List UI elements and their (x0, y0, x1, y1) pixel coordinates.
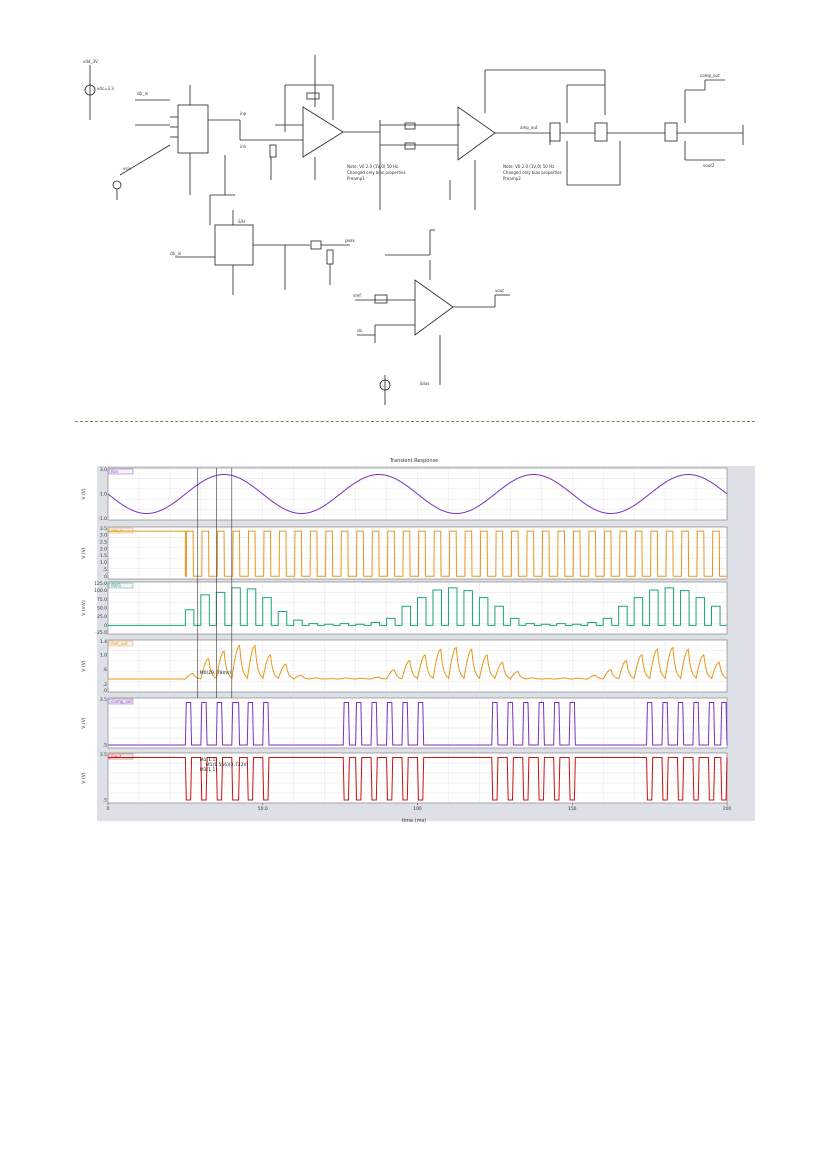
panel-annotation: M3(1.1) (200, 767, 218, 773)
schematic-canvas: vdd_3V vdc=3.3 clk_in vsin inp inn Note:… (83, 55, 744, 405)
x-tick-label: 150 (568, 806, 577, 812)
panel-legend-label: /net_out (111, 641, 128, 646)
panel-ytick-label: 2.0 (100, 546, 107, 552)
circuit-schematic: vdd_3V vdc=3.3 clk_in vsin inp inn Note:… (75, 45, 755, 420)
chart-x-axis: 0 50.0 100 150 200 (107, 803, 732, 812)
series-line-I0I1 (108, 587, 727, 626)
schem-label-vout: vout (495, 288, 504, 293)
schem-label-sh-in: clk_in (170, 251, 182, 256)
panel-ytick-label: 100.0 (94, 588, 107, 594)
schem-label-comp-out: comp_out (700, 73, 720, 78)
chart-xlabel: time (ms) (402, 818, 426, 824)
panel-annotation: M1(1.556)(3.722V) (206, 762, 249, 768)
panel-ytick-label: 1.5 (100, 553, 107, 559)
transient-response-chart: Transient Response time (ms) /sin V (V) 3.… (75, 450, 755, 830)
panel-legend-box (108, 582, 134, 589)
schem-label-peak: peak (345, 238, 355, 243)
schem-label-amp-in-n: inn (240, 144, 247, 149)
panel-legend-label: /sin (111, 469, 119, 474)
schem-label-sin: vsin (123, 166, 132, 171)
schem-label-amp-in-p: inp (240, 111, 247, 116)
panel-ylabel: V (V) (81, 660, 87, 671)
chart-canvas: Transient Response time (ms) /sin V (V) 3.… (81, 458, 755, 824)
schem-label-vdd: vdd_3V (83, 59, 98, 64)
panel-ytick-label: 3.5 (100, 526, 107, 532)
panel-ytick-label: .6 (103, 667, 107, 673)
panel-ytick-label: 1.0 (100, 560, 107, 566)
panel-ylabel: V (V) (81, 772, 87, 783)
panel-ytick-label: 1.0 (100, 492, 107, 498)
schem-label-amp-out: amp_out (520, 125, 538, 130)
panel-annotation: M0(29, 78ms) (200, 670, 232, 676)
panel-legend-label: /comp_out (111, 699, 132, 704)
series-line-clkin (108, 530, 727, 577)
panel-ytick-label: 1.0 (100, 652, 107, 658)
chart-title: Transient Response (389, 458, 438, 464)
x-tick-label: 200 (723, 806, 732, 812)
panel-ytick-label: -25.0 (95, 630, 107, 636)
chart-panel-4: /comp_out V (V) 3.5 .5 (81, 697, 728, 748)
panel-ylabel: V (V) (81, 717, 87, 728)
schem-label-bias: ibias (420, 381, 429, 386)
panel-ytick-label: 25.0 (97, 614, 107, 620)
panel-ytick-label: 75.0 (97, 597, 107, 603)
schem-note2a: Note: V0 2.0 (1V,0) 50 Hz (503, 164, 554, 169)
panel-ytick-label: 3.0 (100, 467, 107, 473)
panel-legend-box (108, 527, 134, 534)
panel-ytick-label: 3.5 (100, 752, 107, 758)
panel-ytick-label: 50.0 (97, 606, 107, 612)
panel-ylabel: V (V) (81, 547, 87, 558)
schem-label-pin-a: vb (357, 328, 362, 333)
schem-note1c: Preamp1 (347, 176, 365, 181)
panel-ytick-label: .2 (103, 682, 107, 688)
x-tick-label: 100 (413, 806, 422, 812)
chart-cursors (197, 468, 233, 698)
series-line-netout (108, 644, 728, 681)
panel-ytick-label: .5 (103, 742, 107, 748)
panel-ytick-label: 0 (104, 623, 107, 629)
panel-ytick-label: 3.5 (100, 697, 107, 703)
panel-ylabel: V (V) (81, 488, 87, 499)
schem-label-clk: clk_in (137, 91, 149, 96)
panel-ytick-label: .5 (103, 567, 107, 573)
panel-legend-box (108, 640, 134, 647)
chart-panel-1: /clk_in V (V) 3.53.02.52.01.51.0.50 (81, 526, 728, 580)
schem-note1a: Note: V0 2.0 (1V,0) 50 Hz (347, 164, 398, 169)
schem-label-vdc: vdc=3.3 (97, 86, 114, 91)
panel-ytick-label: 1.4 (100, 639, 107, 645)
panel-legend-label: /I0/I1 (111, 583, 122, 588)
panel-ylabel: V (mV) (81, 600, 87, 616)
schem-label-vout2: vout2 (703, 163, 715, 168)
x-tick-label: 0 (107, 806, 110, 812)
chart-panel-3: /net_out V (V) 1.4 1.0 .6 .2.0 M0(29, 78ms) (81, 639, 728, 694)
series-line-compout (108, 702, 728, 746)
x-tick-label: 50.0 (258, 806, 268, 812)
panel-ytick-label: 0 (104, 574, 107, 580)
panel-ytick-label: .0 (103, 688, 107, 694)
series-line-vout (108, 757, 728, 801)
schem-note1b: Changed only bias properties (347, 170, 406, 175)
panel-legend-label: /vout (111, 754, 122, 759)
chart-panel-0: /sin V (V) 3.0 1.0 -1.0 (81, 467, 728, 522)
schem-label-sh: S/H (238, 219, 245, 224)
schem-label-vref: vref (353, 293, 361, 298)
panel-ytick-label: -1.0 (98, 516, 107, 522)
panel-legend-box (108, 468, 134, 475)
panel-legend-box (108, 753, 134, 760)
schem-note2c: Preamp2 (503, 176, 521, 181)
series-line-sin (107, 474, 728, 514)
panel-annotation: M1(1.1) (200, 757, 218, 763)
panel-legend-label: /clk_in (111, 528, 124, 533)
panel-legend-box (108, 698, 134, 705)
chart-panel-5: /vout V (V) 3.5 .5 M1(1.1)M1(1.556)(3.722V)M… (81, 752, 728, 803)
page-divider (75, 421, 755, 422)
panel-ytick-label: 125.0 (94, 581, 107, 587)
panel-ytick-label: 3.0 (100, 533, 107, 539)
panel-ytick-label: .5 (103, 797, 107, 803)
panel-ytick-label: 2.5 (100, 540, 107, 546)
schem-note2b: Changed only bias properties (503, 170, 562, 175)
